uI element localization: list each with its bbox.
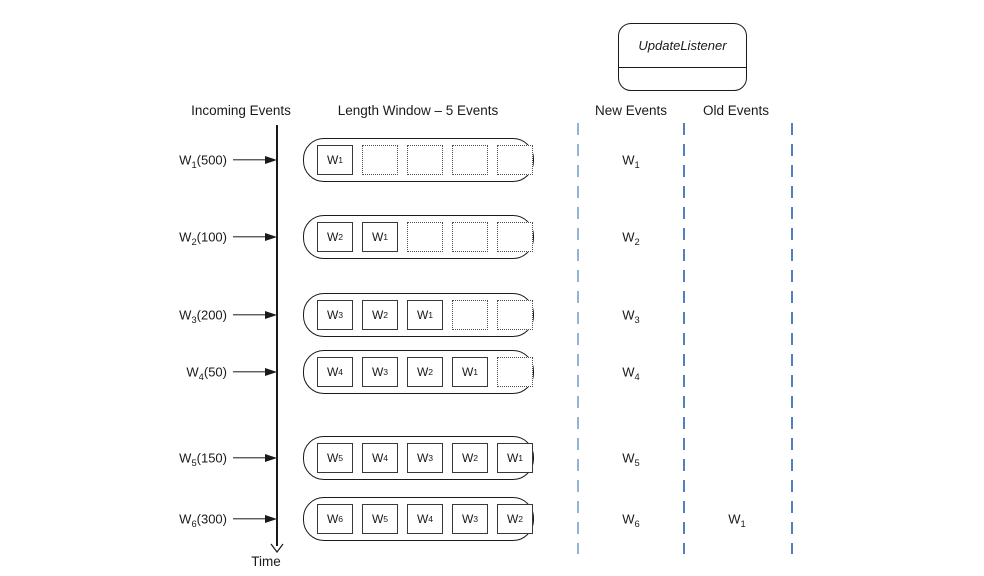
incoming-event-label: W2(100) (179, 229, 227, 248)
event-arrow-line (233, 236, 267, 238)
event-arrow-line (233, 159, 267, 161)
incoming-event-label: W3(200) (179, 307, 227, 326)
header-length-window: Length Window – 5 Events (337, 103, 499, 118)
separator-line-right (791, 123, 793, 554)
window-slot-empty (497, 357, 533, 387)
time-axis-arrowhead-icon (270, 540, 284, 553)
window-slot-empty (497, 145, 533, 175)
new-event-label: W3 (622, 307, 640, 326)
new-event-label: W1 (622, 152, 640, 171)
event-arrow-line (233, 314, 267, 316)
event-arrowhead-icon (265, 156, 277, 164)
event-arrow-line (233, 457, 267, 459)
header-incoming-events: Incoming Events (191, 103, 291, 118)
new-event-label: W2 (622, 229, 640, 248)
separator-line-middle (683, 123, 685, 554)
window-slot-empty (452, 222, 488, 252)
window-slot-empty (452, 145, 488, 175)
incoming-event-label: W1(500) (179, 152, 227, 171)
incoming-event-label: W4(50) (186, 364, 227, 383)
old-event-label: W1 (728, 511, 746, 530)
header-old-events: Old Events (702, 103, 770, 118)
separator-line-left (577, 123, 579, 554)
time-axis-line (276, 125, 278, 546)
window-slot-empty (407, 145, 443, 175)
incoming-event-label: W6(300) (179, 511, 227, 530)
time-axis-label: Time (251, 554, 281, 569)
event-arrowhead-icon (265, 454, 277, 462)
window-slot-empty (452, 300, 488, 330)
window-slot-empty (362, 145, 398, 175)
new-event-label: W4 (622, 364, 640, 383)
incoming-event-label: W5(150) (179, 450, 227, 469)
window-slot-empty (407, 222, 443, 252)
update-listener-label: UpdateListener (638, 38, 727, 53)
event-arrow-line (233, 518, 267, 520)
update-listener-box: UpdateListener (618, 23, 747, 91)
event-arrowhead-icon (265, 368, 277, 376)
event-arrow-line (233, 371, 267, 373)
event-arrowhead-icon (265, 233, 277, 241)
update-listener-divider (619, 67, 746, 68)
header-new-events: New Events (594, 103, 668, 118)
window-slot-empty (497, 300, 533, 330)
event-arrowhead-icon (265, 515, 277, 523)
window-slot-empty (497, 222, 533, 252)
new-event-label: W6 (622, 511, 640, 530)
new-event-label: W5 (622, 450, 640, 469)
event-arrowhead-icon (265, 311, 277, 319)
